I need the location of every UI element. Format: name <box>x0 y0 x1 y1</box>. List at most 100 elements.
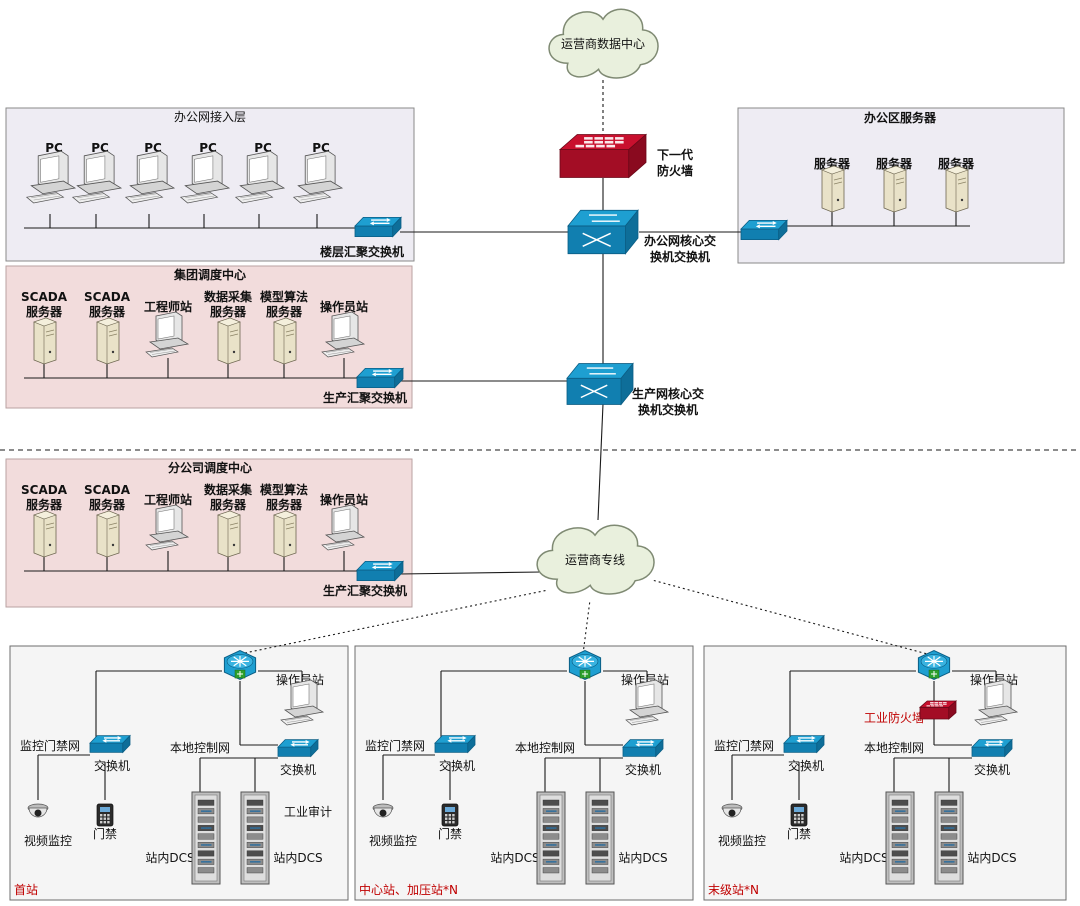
video-surveillance-label: 视频监控 <box>24 833 72 848</box>
dcs-cabinet-2[interactable] <box>934 791 964 885</box>
door-access-icon[interactable] <box>790 803 808 827</box>
node-label-line2: 服务器 <box>26 304 63 319</box>
monitor-access-switch[interactable] <box>89 734 131 754</box>
node-label-line1: SCADA <box>84 483 131 497</box>
monitor-access-switch[interactable] <box>783 734 825 754</box>
production-core-switch[interactable] <box>566 362 634 406</box>
dcs-label-1: 站内DCS <box>490 851 539 865</box>
operator-datacenter-cloud: 运营商数据中心 <box>548 8 659 79</box>
operator-workstation-icon[interactable] <box>625 679 670 726</box>
server-icon[interactable] <box>33 510 57 558</box>
local-control-net-label: 本地控制网 <box>170 741 230 755</box>
station-router-2[interactable] <box>568 650 602 680</box>
cloud-icon <box>536 524 655 595</box>
operator-workstation-icon[interactable] <box>280 679 325 726</box>
firewall-label-line1: 下一代 <box>657 147 693 162</box>
server-icon[interactable] <box>883 165 907 213</box>
monitor-access-switch[interactable] <box>434 734 476 754</box>
cloud-label: 运营商专线 <box>565 552 625 567</box>
local-control-switch[interactable] <box>622 738 664 758</box>
server-icon[interactable] <box>96 510 120 558</box>
server-icon[interactable] <box>821 165 845 213</box>
operator-leased-line-cloud: 运营商专线 <box>536 524 655 595</box>
video-camera-icon[interactable] <box>27 803 49 818</box>
local-control-switch[interactable] <box>971 738 1013 758</box>
workstation-icon[interactable] <box>145 504 190 551</box>
door-access-label: 门禁 <box>438 826 462 841</box>
station-router-3[interactable] <box>917 650 951 680</box>
dcs-label-1: 站内DCS <box>145 851 194 865</box>
floor-aggregation-switch[interactable] <box>354 216 402 238</box>
monitor-access-net-label: 监控门禁网 <box>714 738 774 753</box>
node-label: 操作员站 <box>320 492 368 507</box>
local-control-switch-label: 交换机 <box>974 762 1010 777</box>
firewall-label-line2: 防火墙 <box>657 163 693 178</box>
office-core-label-line1: 办公网核心交 <box>644 233 716 248</box>
pc-icon[interactable] <box>179 150 231 204</box>
door-access-icon[interactable] <box>96 803 114 827</box>
industrial-firewall-icon[interactable] <box>918 700 958 720</box>
dcs-cabinet-1[interactable] <box>885 791 915 885</box>
dcs-label-2: 站内DCS <box>618 851 667 865</box>
video-camera-icon[interactable] <box>372 803 394 818</box>
station-router-1[interactable] <box>223 650 257 680</box>
branch-production-switch[interactable] <box>356 560 404 582</box>
monitor-access-net-label: 监控门禁网 <box>20 738 80 753</box>
local-control-switch[interactable] <box>277 738 319 758</box>
server-icon[interactable] <box>33 317 57 365</box>
production-core-label-line1: 生产网核心交 <box>632 386 704 401</box>
server-icon[interactable] <box>273 317 297 365</box>
dcs-cabinet-1[interactable] <box>191 791 221 885</box>
video-surveillance-label: 视频监控 <box>369 833 417 848</box>
node-label-line2: 服务器 <box>210 497 247 512</box>
workstation-icon[interactable] <box>145 311 190 358</box>
industrial-audit-label: 工业审计 <box>284 804 332 819</box>
link-line <box>582 599 591 655</box>
office-core-label-line2: 换机交换机 <box>650 249 710 264</box>
node-label-line1: SCADA <box>84 290 131 304</box>
dcs-cabinet-2[interactable] <box>585 791 615 885</box>
dcs-cabinet-1[interactable] <box>536 791 566 885</box>
group-production-switch[interactable] <box>356 367 404 389</box>
node-label-line1: 模型算法 <box>260 289 308 304</box>
group-production-switch-label: 生产汇聚交换机 <box>323 390 407 405</box>
link-line <box>651 579 932 656</box>
video-camera-icon[interactable] <box>721 803 743 818</box>
server-label: 服务器 <box>814 156 851 171</box>
node-label-line1: 数据采集 <box>204 482 253 497</box>
local-control-switch-label: 交换机 <box>625 762 661 777</box>
station-name: 首站 <box>14 883 38 897</box>
dcs-cabinet-2[interactable] <box>240 791 270 885</box>
door-access-icon[interactable] <box>441 803 459 827</box>
pc-icon[interactable] <box>71 150 123 204</box>
pc-icon[interactable] <box>124 150 176 204</box>
server-icon[interactable] <box>217 317 241 365</box>
node-label: 工程师站 <box>144 299 192 314</box>
workstation-icon[interactable] <box>321 504 366 551</box>
office-server-switch[interactable] <box>740 219 788 241</box>
pc-icon[interactable] <box>234 150 286 204</box>
server-icon[interactable] <box>945 165 969 213</box>
server-icon[interactable] <box>217 510 241 558</box>
next-gen-firewall[interactable] <box>558 133 648 179</box>
server-label: 服务器 <box>876 156 913 171</box>
link-line <box>399 571 543 575</box>
dcs-label-2: 站内DCS <box>967 851 1016 865</box>
local-control-switch-label: 交换机 <box>280 762 316 777</box>
server-icon[interactable] <box>96 317 120 365</box>
office-core-switch[interactable] <box>567 209 639 255</box>
branch-dispatch-content: 分公司调度中心SCADA服务器SCADA服务器工程师站数据采集服务器模型算法服务… <box>21 460 407 598</box>
dcs-label-2: 站内DCS <box>273 851 322 865</box>
server-icon[interactable] <box>273 510 297 558</box>
cloud-icon <box>548 8 659 79</box>
pc-icon[interactable] <box>25 150 77 204</box>
workstation-icon[interactable] <box>321 311 366 358</box>
pc-icon[interactable] <box>292 150 344 204</box>
office-server-zone-content: 办公区服务器服务器服务器服务器 <box>785 110 975 227</box>
operator-workstation-icon[interactable] <box>974 679 1019 726</box>
